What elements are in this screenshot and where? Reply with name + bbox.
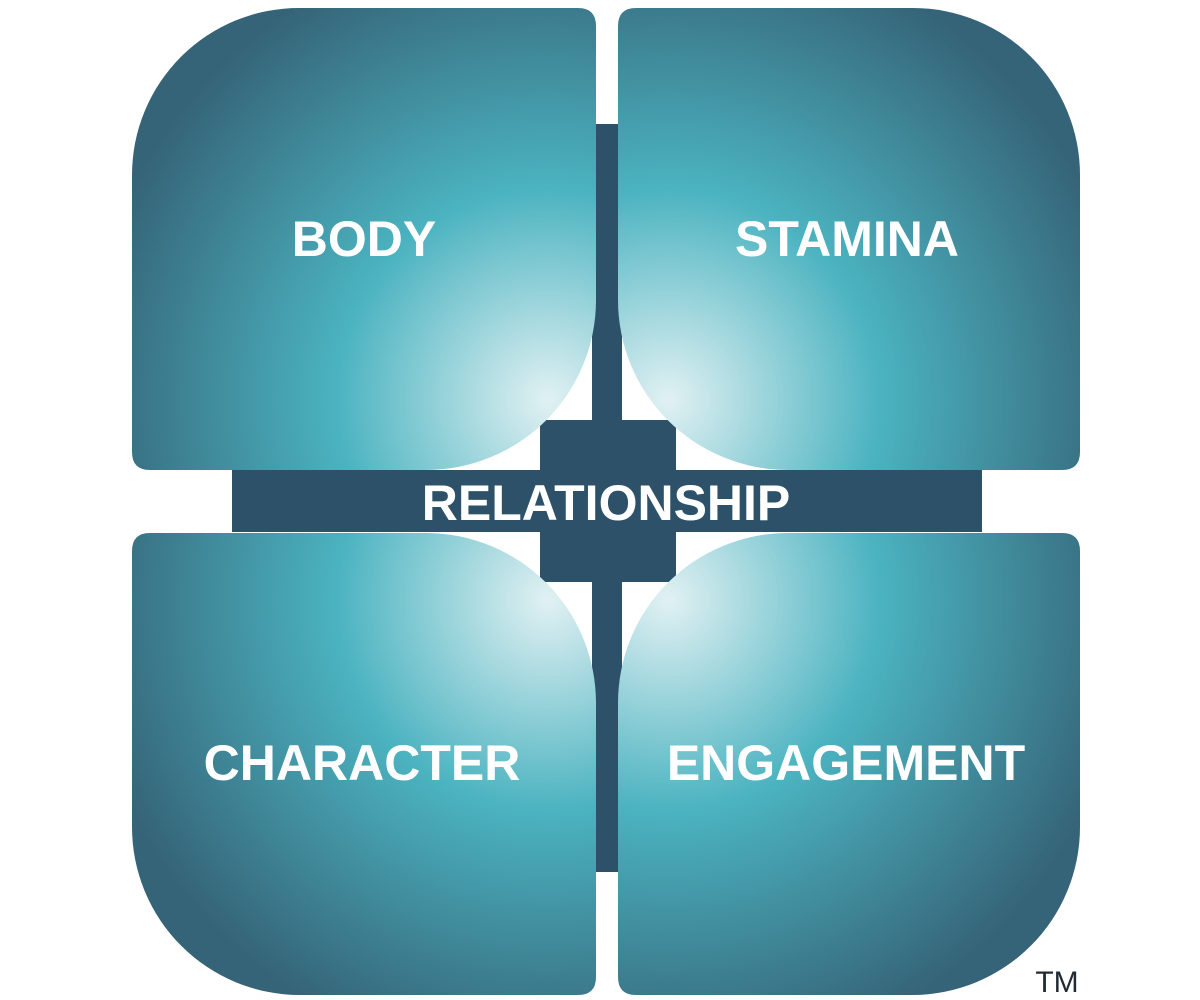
quadrant-character [132,533,596,995]
quadrant-stamina [618,8,1080,470]
label-body: BODY [292,211,436,267]
label-relationship: RELATIONSHIP [422,475,791,531]
label-stamina: STAMINA [735,211,959,267]
quadrant-body [132,7,596,471]
label-character: CHARACTER [204,735,521,791]
label-engagement: ENGAGEMENT [667,735,1025,791]
center-cross [232,124,982,872]
quadrant-engagement [618,533,1080,995]
trademark-mark: TM [1035,966,1078,999]
cross-center-core [540,420,676,582]
